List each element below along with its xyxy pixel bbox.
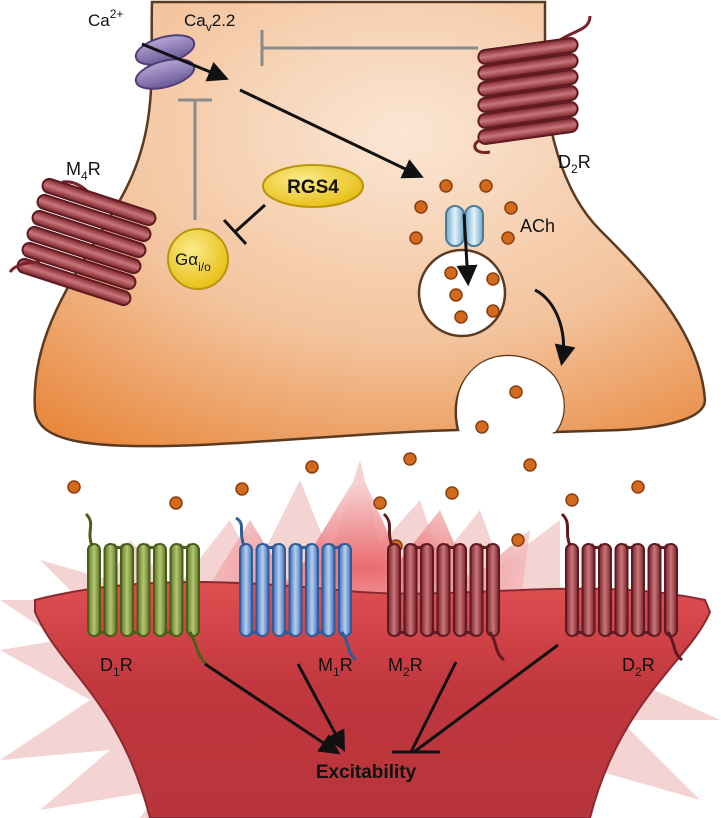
vesicle-channel (445, 205, 484, 287)
cav-label: Cav2.2 (184, 11, 235, 34)
m2r-inhibit-excitability (409, 661, 458, 753)
d1r-label: D1R (100, 655, 133, 679)
release-arrow (534, 288, 576, 367)
m4r-receptor (8, 177, 157, 307)
rgs4-label: RGS4 (287, 177, 339, 198)
d1r-receptor (84, 512, 208, 666)
galpha-protein (167, 228, 229, 290)
m1r-receptor (235, 516, 358, 662)
d1r-to-excitability-arrow (204, 662, 341, 755)
m4r-label: M4R (66, 159, 101, 183)
m1r-to-excitability-arrow (296, 663, 345, 752)
galpha-label: Gαi/o (175, 250, 211, 274)
ca-signal-arrow (239, 88, 424, 179)
inhibition-rgs4-to-galpha (222, 203, 267, 246)
cav22-channel (134, 34, 196, 90)
d2r-presynaptic-receptor (473, 15, 592, 155)
m1r-label: M1R (318, 655, 353, 679)
d2r-top-label: D2R (558, 152, 591, 176)
ca-ion-label: Ca2+ (88, 7, 123, 30)
ach-label: ACh (520, 216, 555, 236)
inhibition-d2r-to-cav (260, 30, 478, 66)
excitability-label: Excitability (316, 762, 417, 783)
m2r-receptor (382, 512, 506, 662)
ach-molecules (67, 179, 645, 553)
d2r-inhibit-excitability (392, 643, 559, 754)
m2r-label: M2R (388, 655, 423, 679)
ca-influx-arrow (141, 42, 229, 82)
d2r-bottom-label: D2R (622, 655, 655, 679)
rgs4-protein (262, 164, 364, 208)
d2r-postsynaptic-receptor (560, 512, 684, 662)
inhibition-galpha-to-cav (178, 98, 212, 220)
